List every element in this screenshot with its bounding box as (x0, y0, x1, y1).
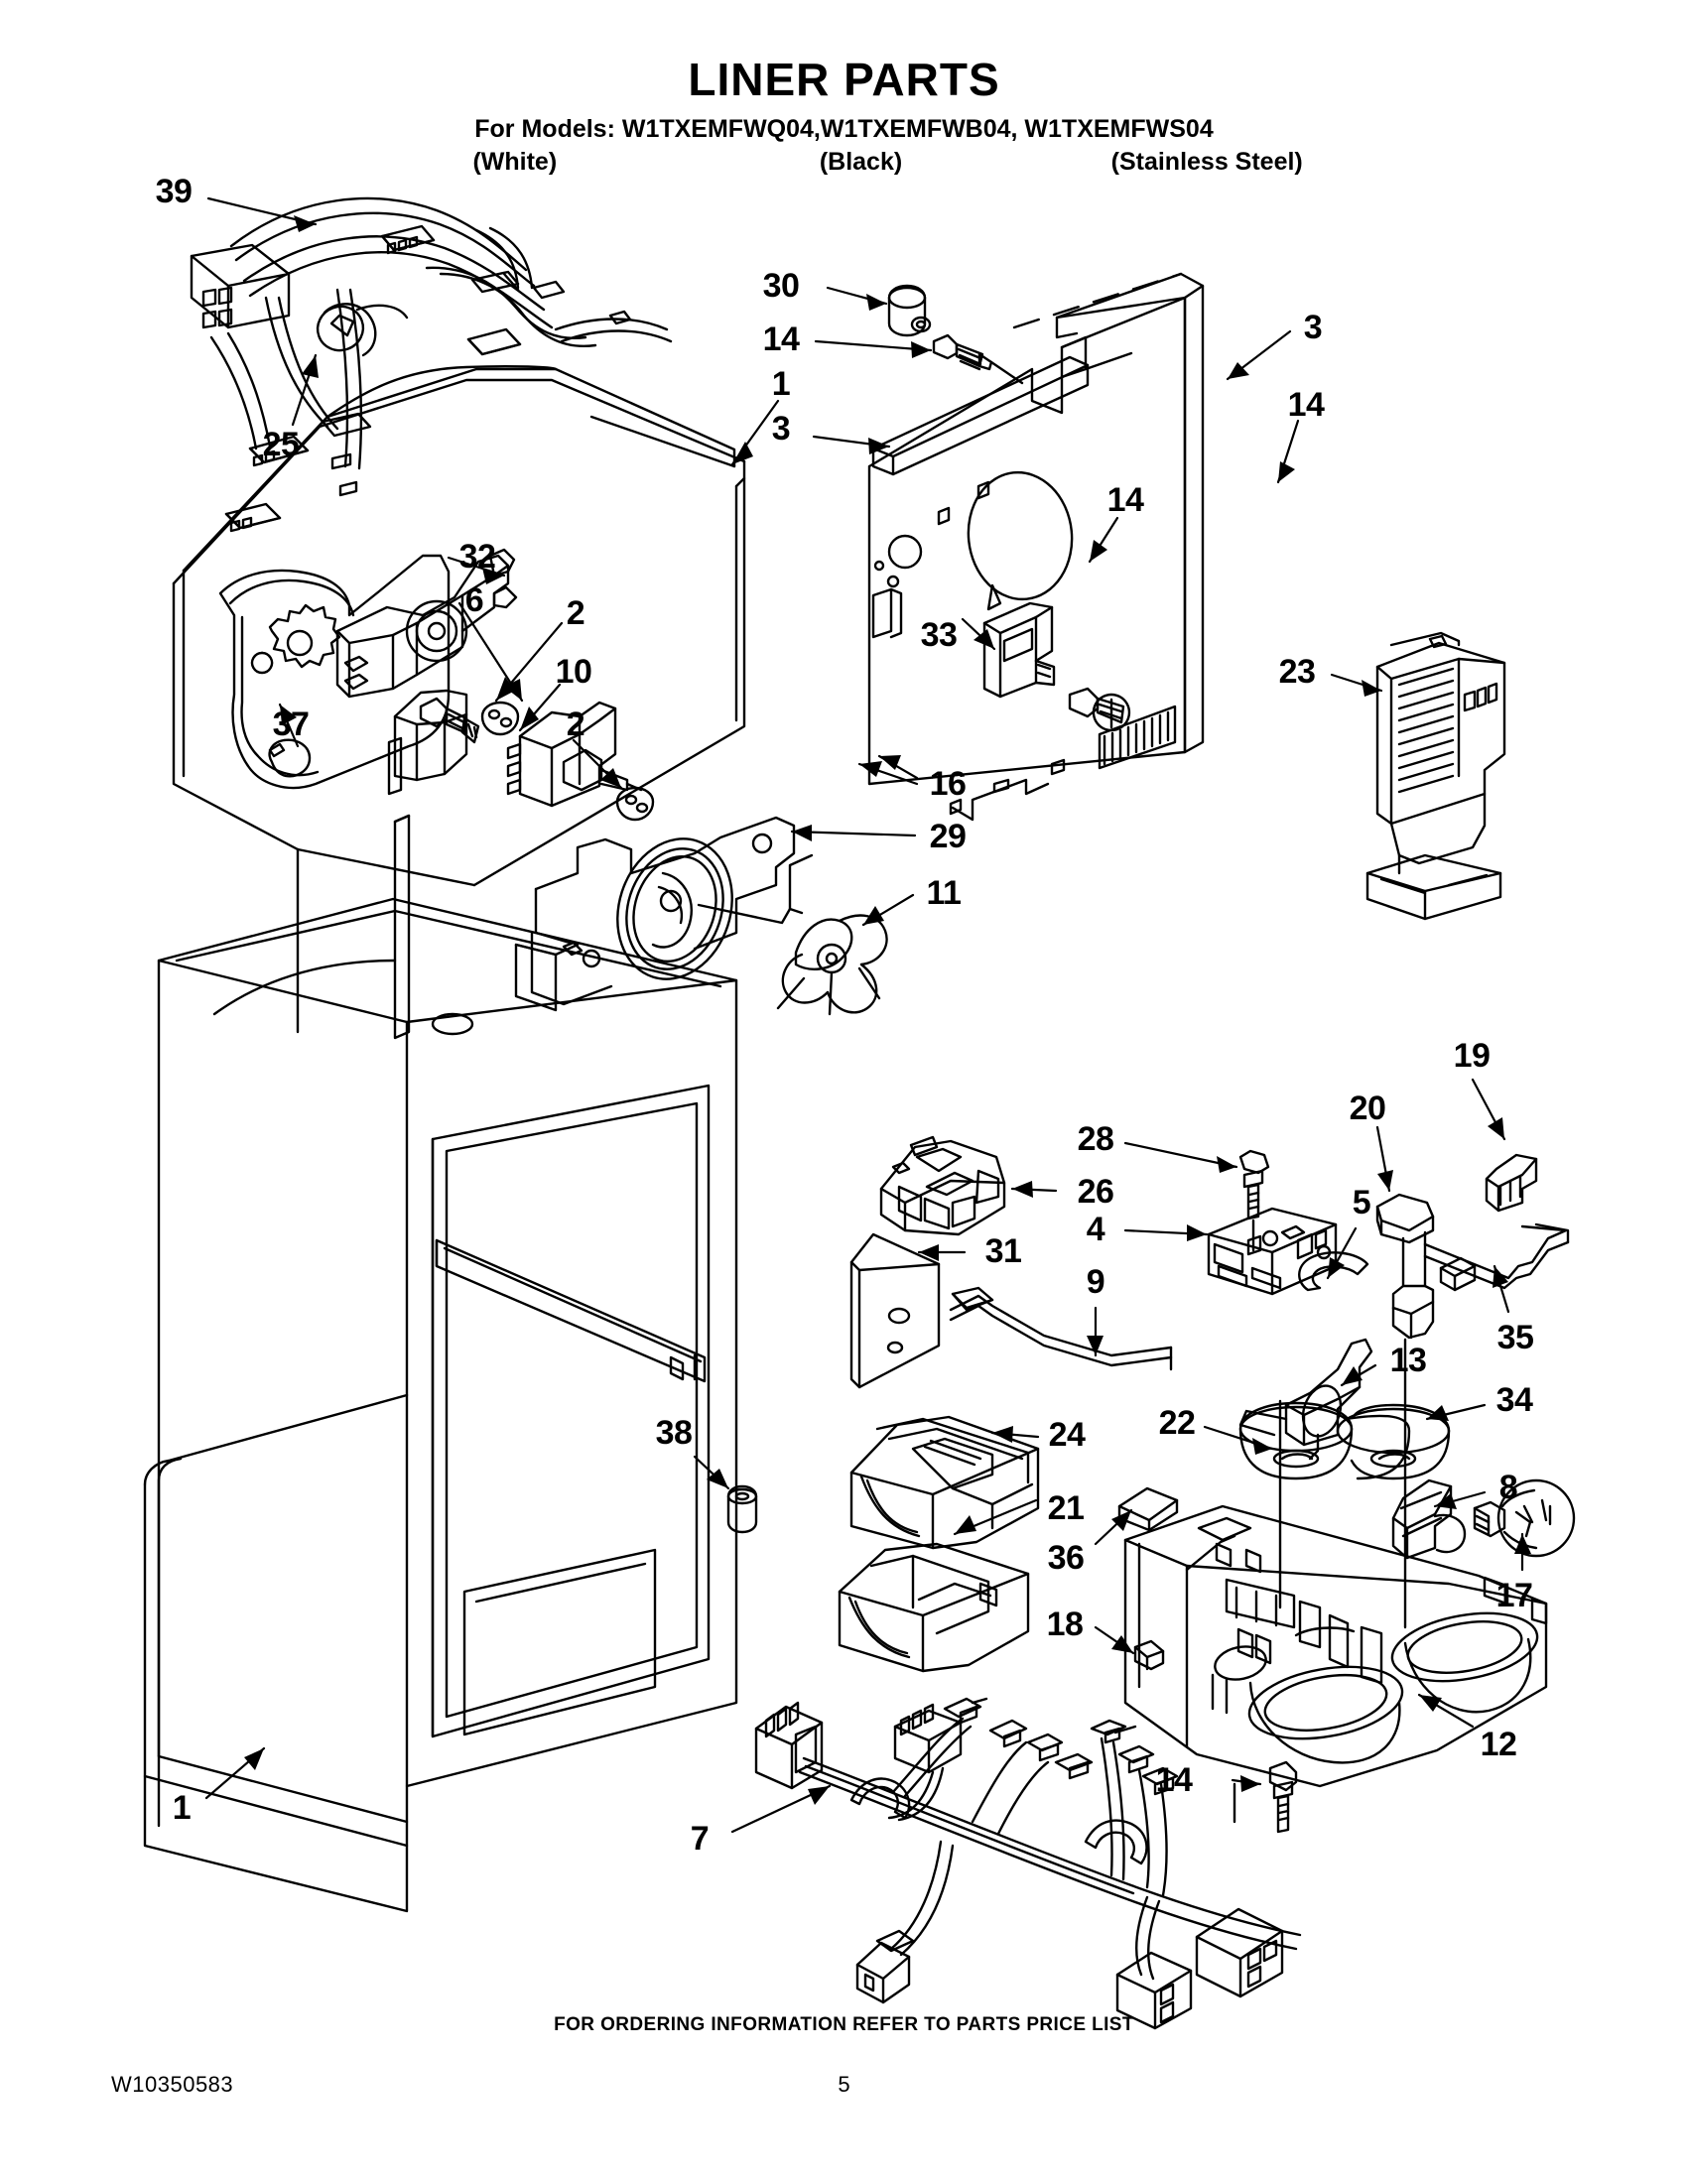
callout-6: 6 (464, 581, 484, 619)
finish-label-stainless: (Stainless Steel) (1110, 148, 1303, 177)
callout-38: 38 (655, 1414, 693, 1452)
part-light-housing (879, 1135, 1058, 1236)
callout-7: 7 (690, 1820, 710, 1858)
callout-leaders-liner (730, 329, 1300, 484)
part-wire-harness-upper (190, 196, 673, 533)
part-control-housing-tray (1123, 1504, 1548, 1824)
part-fresh-food-cabinet (143, 897, 738, 1913)
part-thermostat-and-grommets (387, 621, 655, 822)
callout-14-a: 14 (762, 321, 800, 358)
callout-30: 30 (762, 267, 800, 305)
callout-32: 32 (458, 538, 496, 576)
callout-2-b: 2 (566, 706, 585, 743)
callout-3-b: 3 (1303, 309, 1323, 346)
callout-24: 24 (1048, 1416, 1086, 1454)
part-light-lens-cups (1203, 1401, 1487, 1480)
callout-8: 8 (1498, 1469, 1518, 1506)
callout-28: 28 (1077, 1120, 1114, 1158)
callout-16: 16 (929, 765, 967, 803)
callout-37: 37 (272, 706, 310, 743)
part-bushing (693, 1455, 758, 1534)
part-screw-bottom (1231, 1760, 1298, 1834)
callout-19: 19 (1453, 1037, 1491, 1075)
callout-35: 35 (1496, 1319, 1534, 1356)
ordering-information-note: FOR ORDERING INFORMATION REFER TO PARTS … (554, 2014, 1134, 2035)
callout-18: 18 (1046, 1606, 1084, 1643)
callout-22: 22 (1158, 1404, 1196, 1442)
callout-14-b: 14 (1287, 386, 1325, 424)
callout-34: 34 (1495, 1381, 1533, 1419)
callout-33: 33 (920, 616, 958, 654)
callout-31: 31 (984, 1232, 1022, 1270)
part-freezer-liner-cabinet (172, 364, 746, 1040)
callout-3-a: 3 (771, 410, 791, 448)
callout-21: 21 (1047, 1489, 1085, 1527)
callout-12: 12 (1480, 1726, 1517, 1763)
finish-label-white: (White) (472, 148, 558, 177)
callout-36: 36 (1047, 1539, 1085, 1577)
part-lamp-and-socket (1391, 1478, 1576, 1572)
models-label: For Models: W1TXEMFWQ04,W1TXEMFWB04, W1T… (474, 115, 1214, 144)
finish-label-black: (Black) (819, 148, 903, 177)
callout-1-a: 1 (771, 365, 791, 403)
callout-23: 23 (1278, 653, 1316, 691)
callout-14-c: 14 (1106, 481, 1144, 519)
callout-4: 4 (1086, 1211, 1105, 1248)
callout-17: 17 (1495, 1577, 1533, 1614)
page-number: 5 (838, 2072, 850, 2097)
callout-13: 13 (1389, 1342, 1427, 1379)
callout-14-d: 14 (1155, 1761, 1193, 1799)
part-bracket-plate-and-rod (849, 1232, 1173, 1389)
callout-5: 5 (1352, 1184, 1371, 1221)
callout-39: 39 (155, 173, 193, 210)
callout-1-b: 1 (172, 1789, 192, 1827)
callout-10: 10 (555, 653, 592, 691)
page-header: LINER PARTS For Models: W1TXEMFWQ04,W1TX… (0, 0, 1688, 180)
callout-25: 25 (262, 426, 300, 463)
page-title: LINER PARTS (688, 54, 1000, 105)
part-wire-harness-lower (730, 1697, 1302, 2030)
callout-26: 26 (1077, 1173, 1114, 1211)
part-air-duct-covers (838, 1415, 1179, 1673)
callout-2-a: 2 (566, 594, 585, 632)
part-dispenser-module (1330, 631, 1506, 921)
callout-11: 11 (926, 874, 962, 912)
document-number: W10350583 (111, 2072, 234, 2097)
part-rear-liner-panel (867, 272, 1205, 822)
callout-9: 9 (1086, 1263, 1105, 1301)
part-control-board-and-screw (1123, 1141, 1338, 1296)
part-roller-and-screw (814, 284, 1024, 385)
callout-20: 20 (1349, 1090, 1386, 1127)
part-fan-assembly (514, 761, 919, 1016)
callout-29: 29 (929, 818, 967, 855)
finish-labels: (White) (Black) (Stainless Steel) (0, 148, 1688, 180)
